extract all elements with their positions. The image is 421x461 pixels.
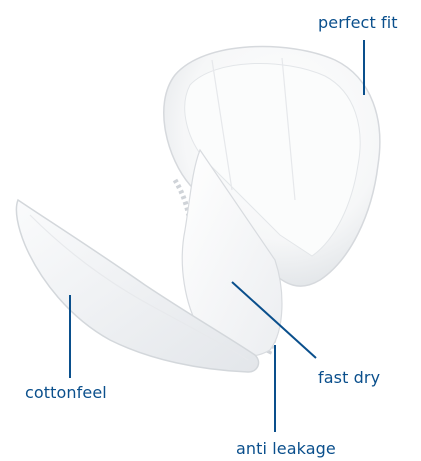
label-cottonfeel: cottonfeel bbox=[25, 385, 107, 401]
label-anti-leakage: anti leakage bbox=[236, 441, 336, 457]
label-perfect-fit: perfect fit bbox=[318, 15, 398, 31]
label-fast-dry: fast dry bbox=[318, 370, 380, 386]
